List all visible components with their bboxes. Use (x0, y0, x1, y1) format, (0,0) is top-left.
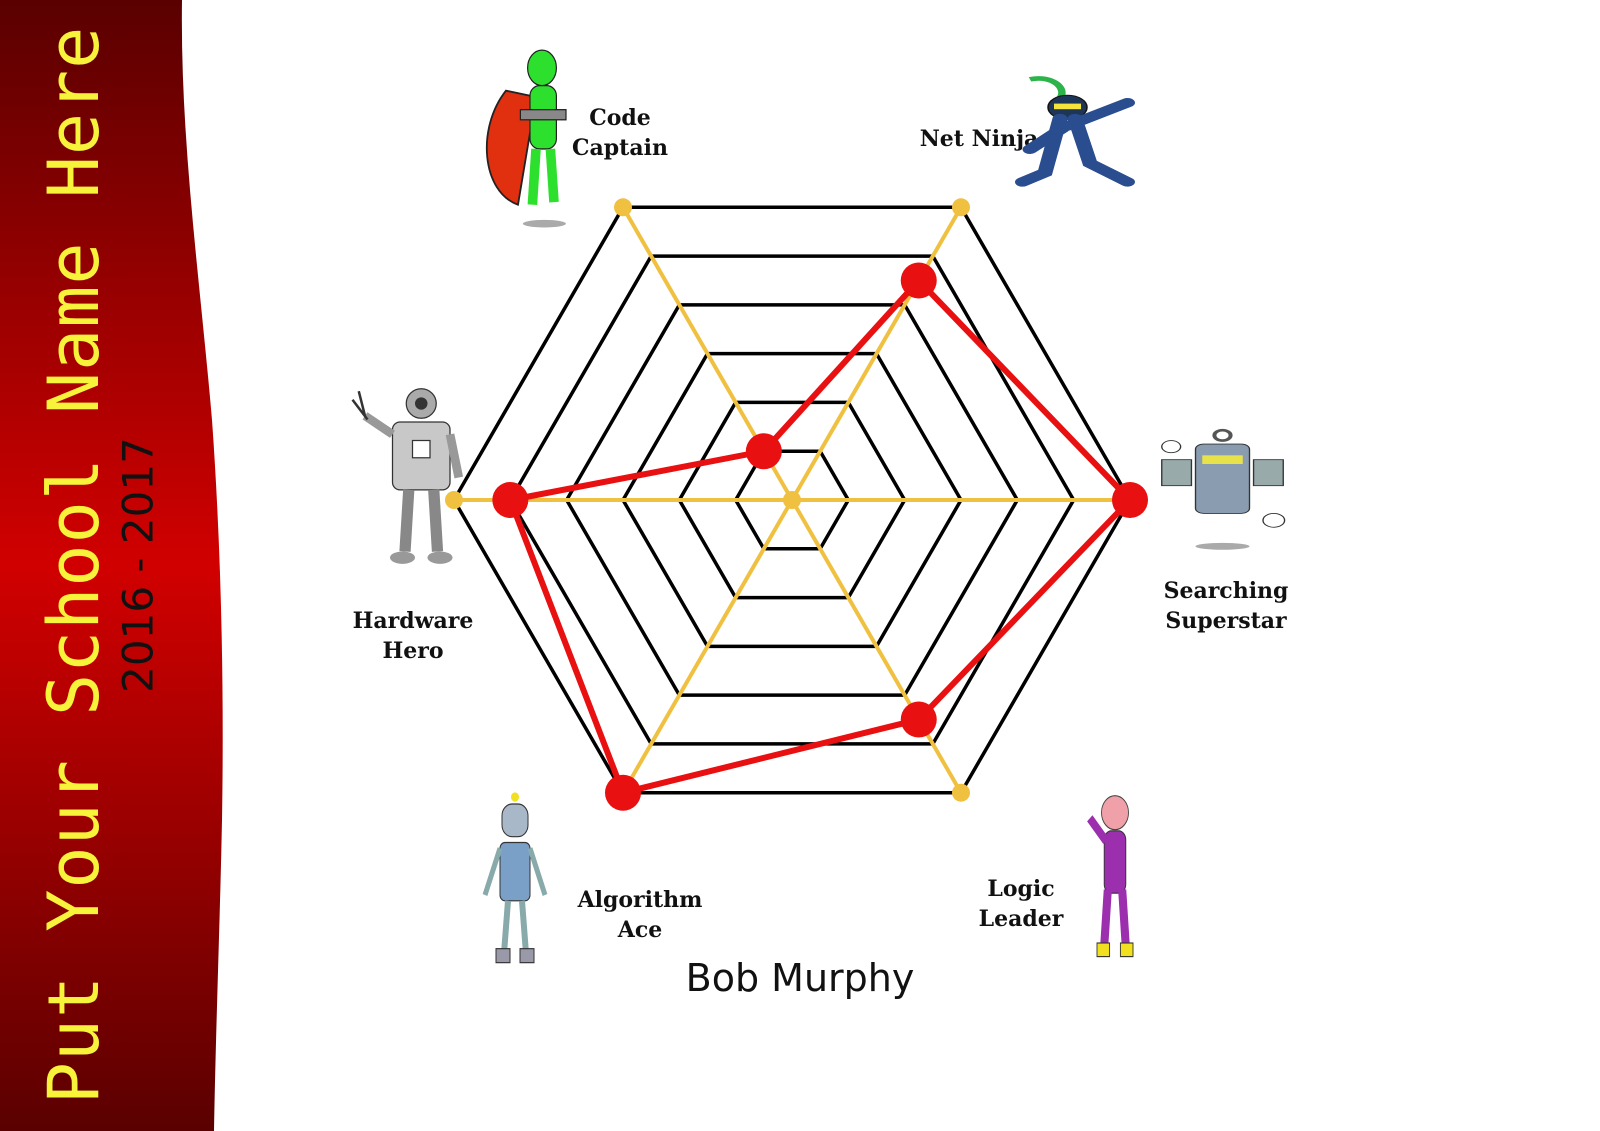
axis-spoke (790, 499, 963, 794)
axis-spoke (621, 499, 794, 794)
axis-spoke (790, 206, 963, 502)
axis-label-line: Hardware (352, 608, 474, 634)
axis-label-line: Net Ninja (919, 126, 1039, 152)
center-dot (783, 491, 801, 509)
axis-label-line: Algorithm (577, 887, 703, 913)
axis-label-line: Ace (617, 917, 663, 943)
axis-label-line: Searching (1163, 578, 1289, 604)
radar-spokes (445, 198, 1139, 802)
axis-label-line: Code (589, 105, 651, 131)
axis-end-dot (952, 783, 970, 802)
score-point (1112, 482, 1148, 518)
axis-end-dot (952, 198, 970, 217)
brain-superhero-icon (1087, 795, 1134, 958)
caped-green-alien-icon (485, 49, 567, 228)
blue-robot-icon (482, 792, 548, 964)
score-point (605, 774, 641, 811)
axis-label: Net Ninja (920, 124, 1039, 154)
student-name: Bob Murphy (685, 956, 915, 1000)
axis-label-line: Leader (978, 906, 1064, 932)
cable-robot-icon (351, 388, 464, 564)
side-banner (0, 0, 223, 1131)
network-ninja-icon (1015, 76, 1135, 187)
score-point (900, 701, 937, 738)
axis-label-line: Logic (987, 876, 1055, 902)
axis-label-line: Hero (382, 638, 444, 664)
axis-label-line: Captain (572, 135, 668, 161)
axis-end-dot (614, 198, 632, 217)
search-robot-icon (1161, 428, 1286, 550)
score-polygon (507, 277, 1133, 796)
score-series (492, 262, 1148, 811)
score-point (492, 482, 529, 518)
axis-end-dot (445, 491, 463, 509)
score-point (900, 262, 937, 299)
score-point (745, 433, 782, 470)
axis-label-line: Superstar (1165, 608, 1287, 634)
